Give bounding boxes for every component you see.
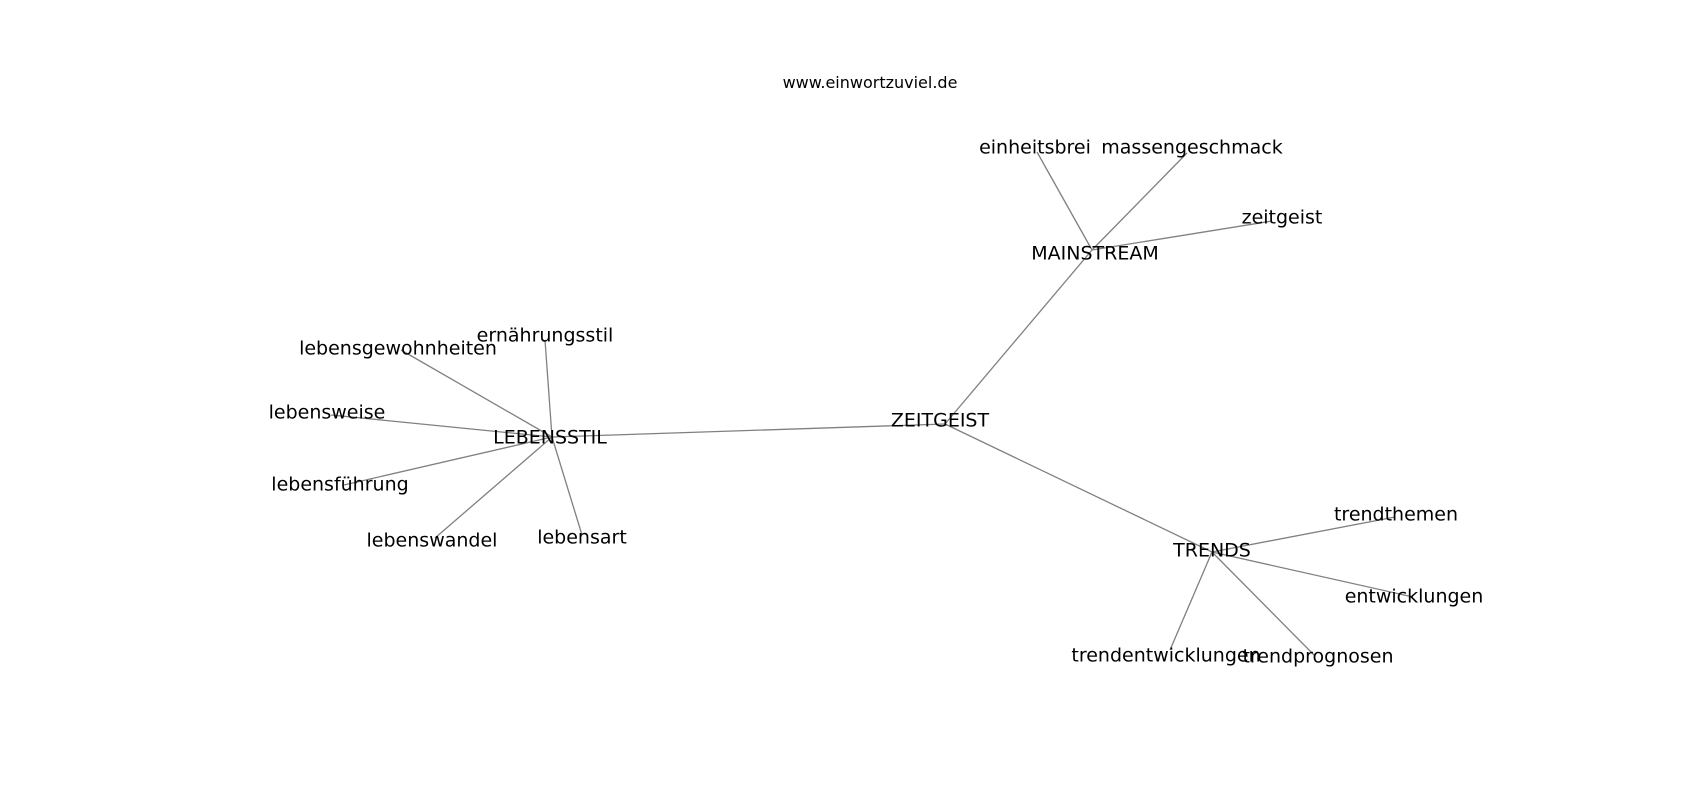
node-label-massengeschmack: massengeschmack: [1101, 137, 1282, 159]
node-label-trendentwicklungen: trendentwicklungen: [1071, 645, 1260, 667]
edge-trends-trendthemen: [1211, 516, 1396, 553]
node-label-lebensgewohnheiten: lebensgewohnheiten: [299, 338, 497, 360]
edge-zeitgeist_center-trends: [944, 423, 1213, 553]
node-label-trends: TRENDS: [1172, 540, 1251, 562]
edge-mainstream-einheitsbrei: [1036, 151, 1093, 251]
edge-mainstream-zeitgeist: [1091, 220, 1273, 251]
edge-lebensstil-lebenswandel: [434, 436, 553, 539]
edge-trends-trendentwicklungen: [1169, 551, 1213, 651]
node-label-entwicklungen: entwicklungen: [1345, 586, 1484, 608]
source-label: www.einwortzuviel.de: [783, 73, 958, 92]
edge-lebensstil-ernaehrungsstil: [544, 339, 553, 438]
edge-zeitgeist_center-mainstream: [944, 249, 1093, 425]
edge-layer: [330, 151, 1414, 656]
node-label-lebensart: lebensart: [537, 527, 627, 549]
edge-lebensstil-lebensart: [551, 436, 583, 536]
node-label-lebensstil: LEBENSSTIL: [493, 427, 607, 449]
node-label-zeitgeist_center: ZEITGEIST: [891, 410, 990, 432]
node-label-trendprognosen: trendprognosen: [1242, 646, 1393, 668]
node-label-zeitgeist: zeitgeist: [1242, 207, 1323, 229]
node-label-lebensweise: lebensweise: [269, 402, 386, 424]
edge-zeitgeist_center-lebensstil: [551, 423, 946, 438]
edge-mainstream-massengeschmack: [1091, 152, 1188, 251]
node-label-ernaehrungsstil: ernährungsstil: [477, 325, 614, 347]
edge-trends-trendprognosen: [1211, 551, 1315, 656]
node-label-trendthemen: trendthemen: [1334, 504, 1458, 526]
edge-lebensstil-lebensfuehrung: [343, 436, 553, 486]
node-layer: ZEITGEIST MAINSTREAM LEBENSSTIL TRENDS einhe…: [269, 137, 1484, 668]
node-label-mainstream: MAINSTREAM: [1031, 243, 1158, 265]
edge-lebensstil-lebensgewohnheiten: [400, 349, 553, 438]
edge-trends-entwicklungen: [1211, 551, 1414, 598]
edge-lebensstil-lebensweise: [330, 414, 553, 438]
node-label-lebensfuehrung: lebensführung: [271, 474, 408, 496]
node-label-einheitsbrei: einheitsbrei: [979, 137, 1091, 159]
node-label-lebenswandel: lebenswandel: [367, 530, 498, 552]
